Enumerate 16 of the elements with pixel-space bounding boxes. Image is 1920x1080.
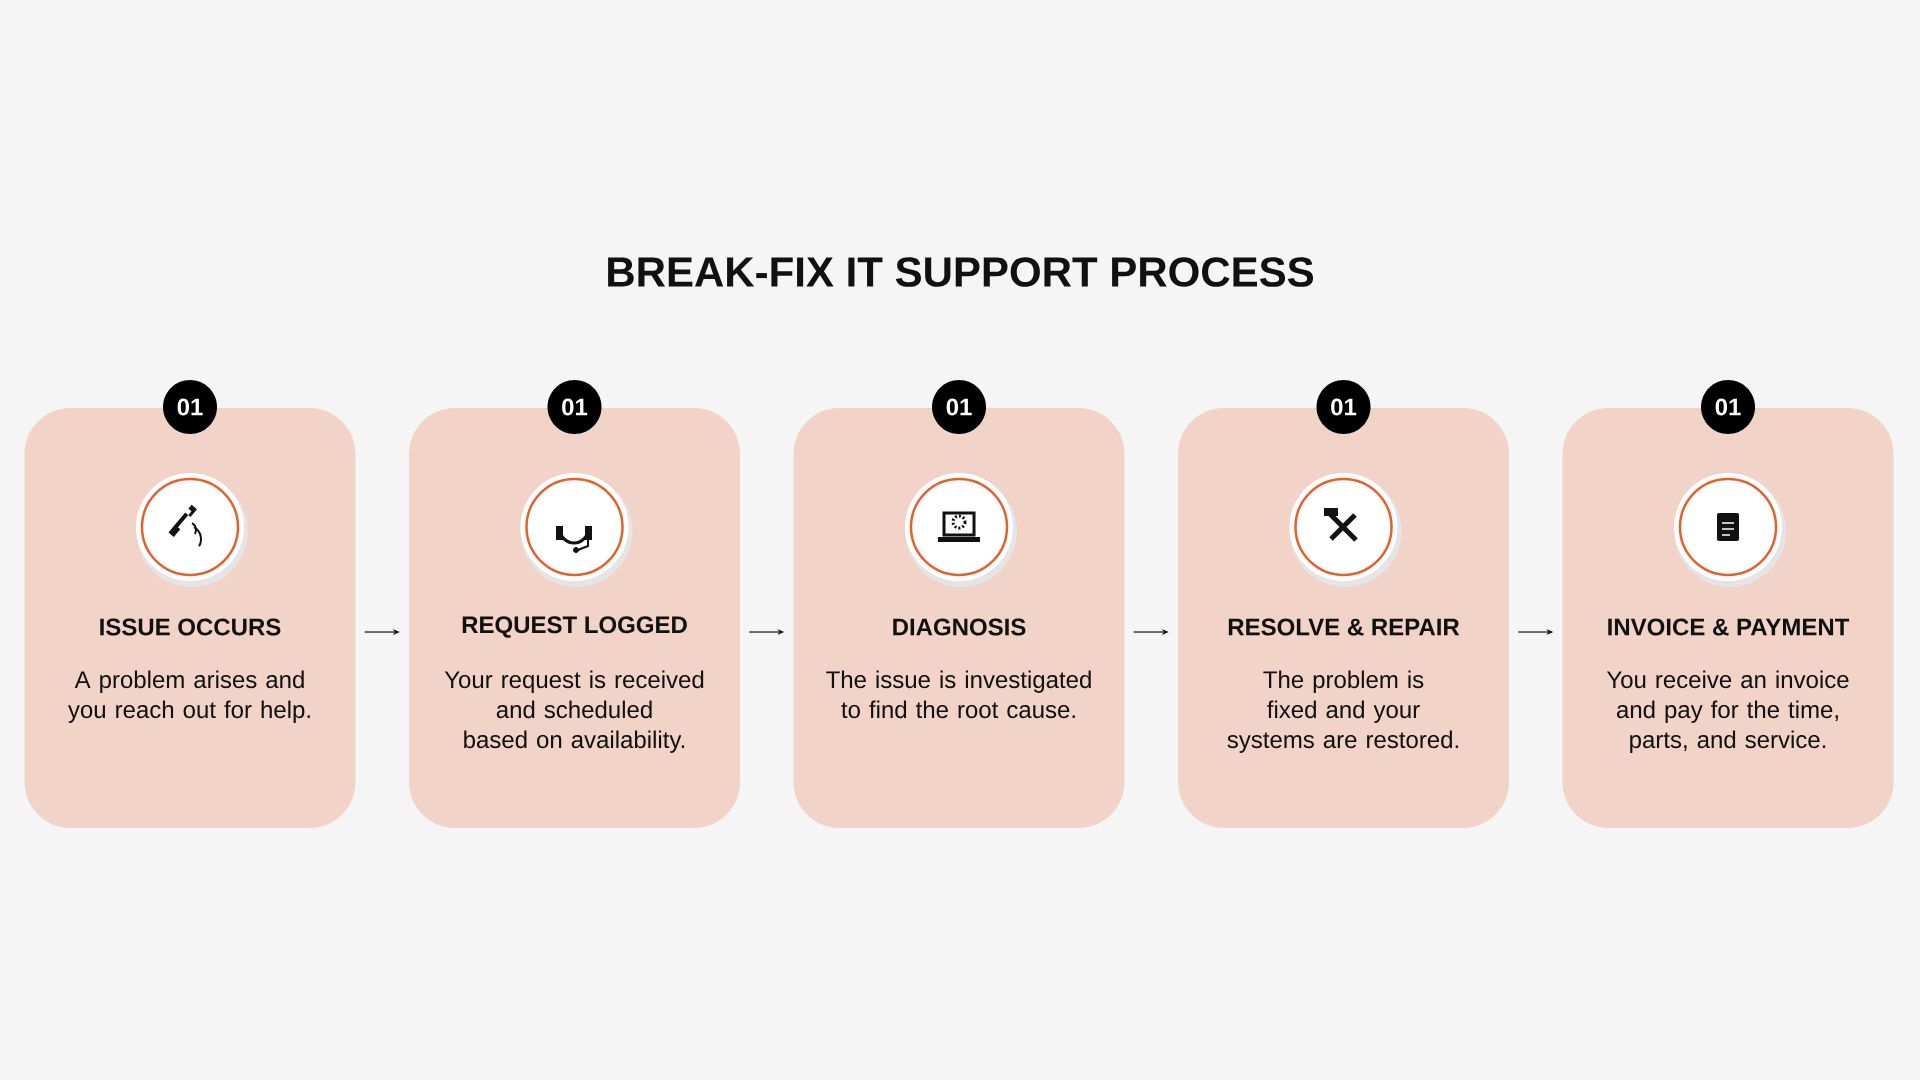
step-title: DIAGNOSIS xyxy=(893,618,1026,636)
step-title: RESOLVE & REPAIR xyxy=(1228,618,1460,636)
step-description: The issue is investigated to find the root cause. xyxy=(826,670,1091,719)
step-badge: 01 xyxy=(932,380,986,434)
step-title: ISSUE OCCURS xyxy=(100,618,281,636)
step-description: The problem is fixed and your systems are restored. xyxy=(1227,670,1458,753)
step-badge: 01 xyxy=(163,380,217,434)
title: BREAK-FIX IT SUPPORT PROCESS xyxy=(608,257,1314,287)
step-badge: 01 xyxy=(1316,380,1371,434)
step-badge: 01 xyxy=(547,380,602,434)
step-description: A problem arises and you reach out for help. xyxy=(68,670,310,723)
step-badge: 01 xyxy=(1701,380,1755,434)
step-title: REQUEST LOGGED xyxy=(462,616,687,638)
step-description: You receive an invoice and pay for the time, parts, and service. xyxy=(1606,670,1849,753)
step-description: Your request is received and scheduled based on availability. xyxy=(444,670,704,753)
step-title: INVOICE & PAYMENT xyxy=(1608,618,1850,636)
